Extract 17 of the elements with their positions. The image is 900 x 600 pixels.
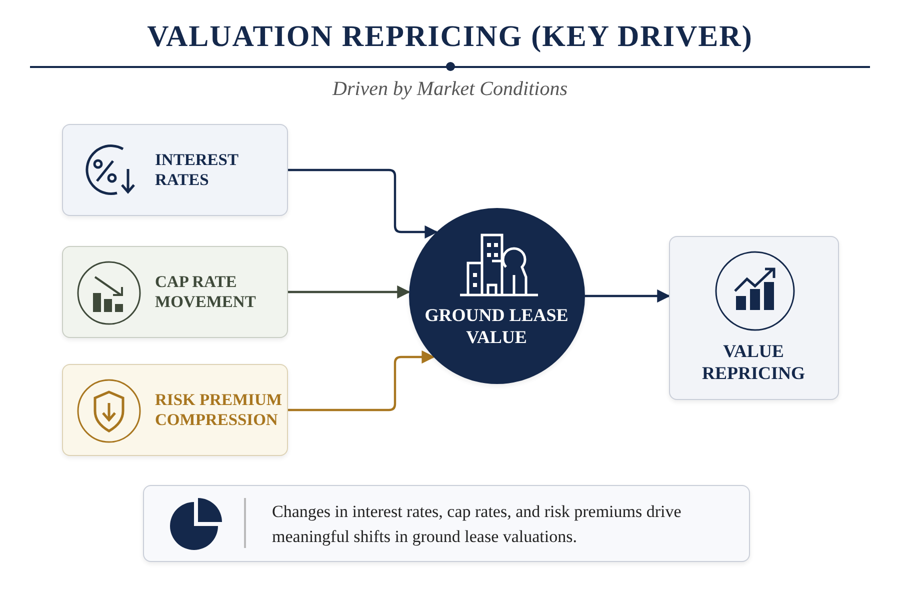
node-label: INTEREST RATES <box>155 148 240 190</box>
factor-box <box>62 364 288 456</box>
note-text: Changes in interest rates, cap rates, and risk premiums drive meaningful shifts in ground lease valuations. <box>272 501 682 548</box>
note-box <box>143 485 750 562</box>
node-label: VALUE REPRICING <box>700 341 806 384</box>
arrow <box>288 285 410 299</box>
title: VALUATION REPRICING (KEY DRIVER) <box>146 20 754 54</box>
result-box <box>669 236 839 400</box>
arrow <box>288 350 435 412</box>
factor-box <box>62 124 288 216</box>
arrow <box>585 289 670 303</box>
node-label: GROUND LEASE VALUE <box>424 305 570 348</box>
factor-box <box>62 246 288 338</box>
node-label: CAP RATE MOVEMENT <box>155 270 257 312</box>
node-label: RISK PREMIUM COMPRESSION <box>155 388 283 430</box>
subtitle: Driven by Market Conditions <box>331 78 568 101</box>
arrow <box>288 168 438 239</box>
